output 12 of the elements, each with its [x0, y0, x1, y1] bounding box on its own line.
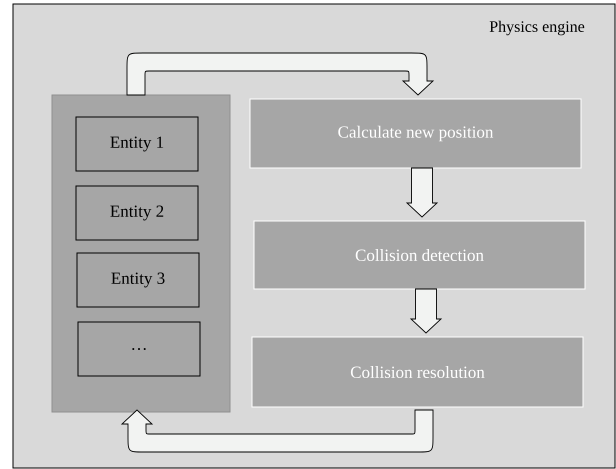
block-arrow: [122, 410, 434, 452]
entity-box: …: [78, 322, 200, 376]
entity-box: Entity 2: [76, 186, 198, 240]
entity-box: Entity 1: [76, 116, 198, 172]
block-arrow: [126, 52, 434, 96]
frame-title: Physics engine: [490, 20, 584, 36]
process-box: Collision resolution: [252, 336, 584, 408]
process-box: Collision detection: [254, 220, 586, 290]
block-arrow: [406, 168, 438, 218]
block-arrow: [410, 288, 442, 334]
entity-box: Entity 3: [76, 252, 200, 308]
process-box: Calculate new position: [250, 98, 582, 168]
